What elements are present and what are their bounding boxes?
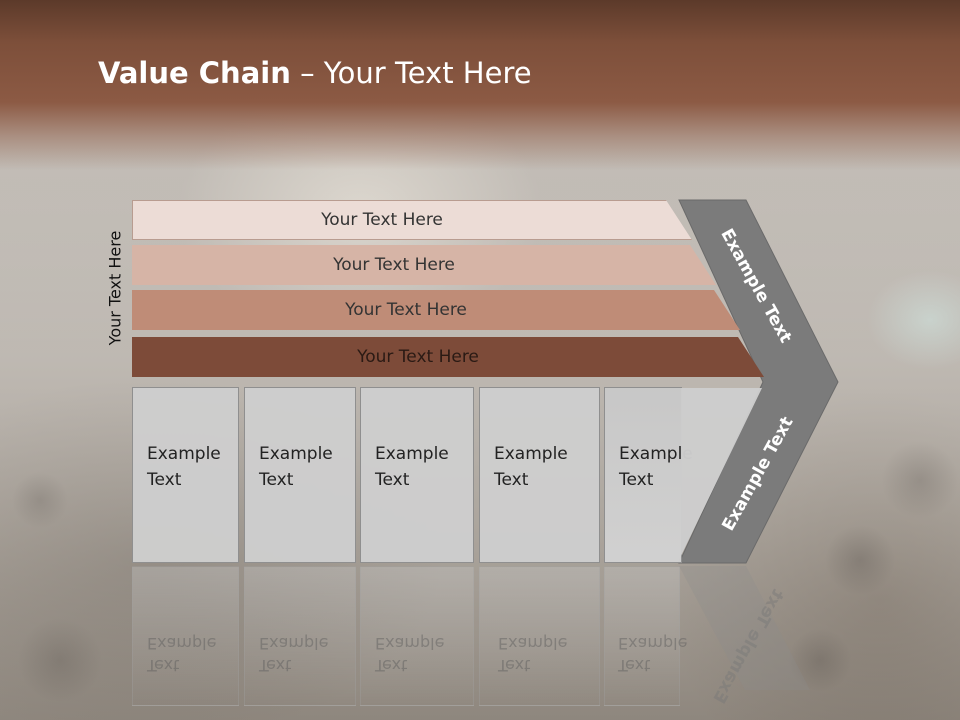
value-bar-2-label: Your Text Here xyxy=(333,255,455,275)
box-reflection-text-2: Text Example xyxy=(259,632,328,676)
slide-title[interactable]: Value Chain – Your Text Here xyxy=(98,56,532,90)
box-reflection-text-5-line1: Example xyxy=(618,634,688,653)
value-bar-3[interactable]: Your Text Here xyxy=(132,290,740,330)
box-reflection-3 xyxy=(360,566,474,706)
activity-box-4-line2: Text xyxy=(494,470,529,490)
value-bar-1[interactable]: Your Text Here xyxy=(132,200,692,240)
box-reflection-1 xyxy=(132,566,239,706)
box-reflection-text-4-line1: Example xyxy=(498,634,568,653)
box-reflection-text-1-line1: Example xyxy=(147,634,217,653)
activity-box-1-line2: Text xyxy=(147,470,182,490)
activity-box-2-line1: Example xyxy=(259,444,333,464)
box-reflection-4 xyxy=(479,566,600,706)
box-reflection-text-3: Text Example xyxy=(375,632,444,676)
box-reflection-text-4-line2: Text xyxy=(498,656,531,675)
box-reflection-text-1-line2: Text xyxy=(147,656,180,675)
title-band xyxy=(0,0,960,170)
box-reflection-text-3-line2: Text xyxy=(375,656,408,675)
title-rest-part: – Your Text Here xyxy=(290,56,532,90)
box-reflection-text-2-line2: Text xyxy=(259,656,292,675)
activity-box-4-line1: Example xyxy=(494,444,568,464)
box-reflection-text-5: Text Example xyxy=(618,632,687,676)
activity-box-1-line1: Example xyxy=(147,444,221,464)
box-5-extension-shape xyxy=(678,388,762,562)
chevron-reflection xyxy=(679,566,810,690)
box-reflection-text-3-line1: Example xyxy=(375,634,445,653)
box-reflection-5 xyxy=(604,566,680,706)
box-reflection-2 xyxy=(244,566,356,706)
value-bar-2[interactable]: Your Text Here xyxy=(132,245,716,285)
box-reflection-text-5-line2: Text xyxy=(618,656,651,675)
box-reflection-text-4: Text Example xyxy=(498,632,567,676)
activity-box-3-line2: Text xyxy=(375,470,410,490)
chevron-shape xyxy=(678,199,839,564)
activity-box-2-line2: Text xyxy=(259,470,294,490)
value-bar-4-label: Your Text Here xyxy=(357,347,479,367)
value-bar-3-label: Your Text Here xyxy=(345,300,467,320)
box-reflection-text-1: Text Example xyxy=(147,632,216,676)
activity-box-3-line1: Example xyxy=(375,444,449,464)
value-bar-1-label: Your Text Here xyxy=(321,210,443,230)
activity-box-5-line2: Text xyxy=(619,470,654,490)
title-bold-part: Value Chain xyxy=(98,56,291,90)
activity-box-5-line1: Example xyxy=(619,444,693,464)
box-reflection-text-2-line1: Example xyxy=(259,634,329,653)
value-bar-4[interactable]: Your Text Here xyxy=(132,337,764,377)
